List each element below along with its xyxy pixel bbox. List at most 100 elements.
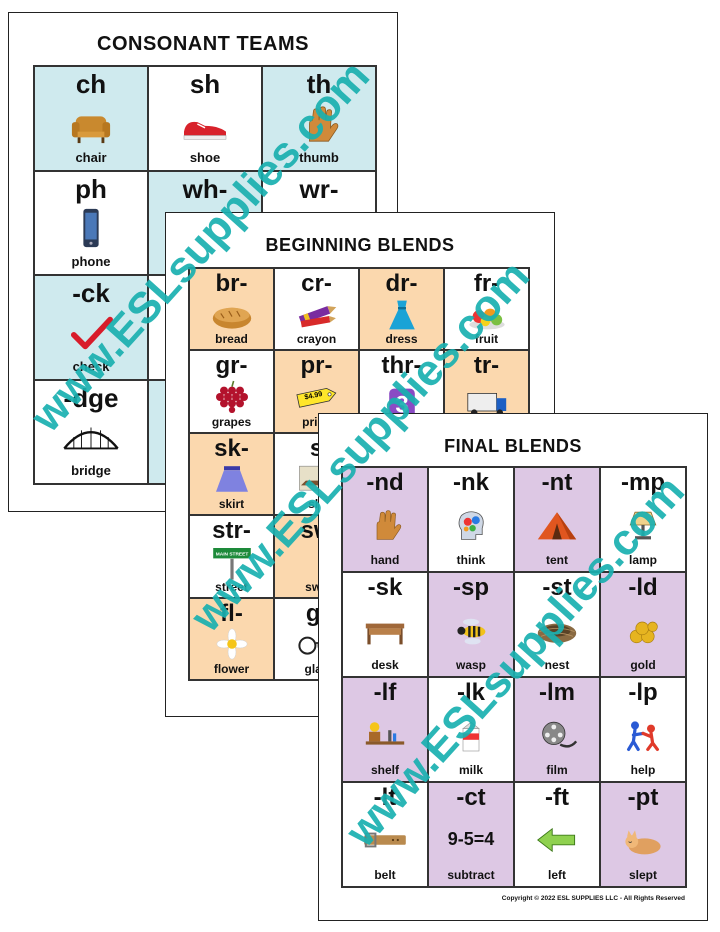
chart-cell: ch chair <box>34 66 148 171</box>
street-sign-icon: MAIN STREET <box>211 547 252 580</box>
lamp-icon <box>629 511 657 539</box>
fruit-icon <box>468 308 505 330</box>
cell-picture <box>429 600 513 659</box>
cell-pattern: ch <box>75 69 107 99</box>
cell-picture <box>190 461 273 498</box>
cell-pattern: -ct <box>456 784 486 811</box>
cell-word: shoe <box>189 149 221 165</box>
shelf-icon <box>365 721 405 745</box>
cell-pattern: thr- <box>381 352 422 380</box>
cell-pattern: -st <box>542 574 572 601</box>
cell-picture <box>429 705 513 764</box>
cell-pattern: fr- <box>473 270 500 297</box>
cell-picture <box>601 705 685 764</box>
gold-icon <box>629 621 658 643</box>
belt-icon <box>364 832 406 847</box>
cell-picture: 9-5=4 <box>429 810 513 869</box>
cell-pattern: -ft <box>545 784 569 811</box>
cell-picture: $4.99 <box>275 378 358 415</box>
cell-picture: MAIN STREET <box>190 543 273 580</box>
copyright-notice: Copyright © 2022 ESL SUPPLIES LLC - All … <box>501 895 685 902</box>
cell-pattern: sk- <box>214 434 249 462</box>
cell-picture <box>343 810 427 869</box>
cell-word: skirt <box>218 497 245 512</box>
skirt-icon <box>215 466 248 493</box>
help-people-icon <box>627 720 659 751</box>
cell-pattern: th <box>306 69 332 99</box>
cell-picture <box>445 378 528 427</box>
cell-word: dress <box>385 332 418 347</box>
chart-cell: thr- 3 <box>359 350 444 433</box>
cell-pattern: wr- <box>299 173 339 204</box>
number-three-icon: 3 <box>388 388 415 419</box>
cell-pattern: str- <box>212 517 251 545</box>
cell-word: desk <box>371 658 399 672</box>
cell-pattern: dr- <box>385 270 418 297</box>
cell-picture <box>445 296 528 333</box>
cell-pattern: -lk <box>456 679 485 706</box>
nest-icon <box>537 623 577 643</box>
street-sign-text: MAIN STREET <box>215 551 248 557</box>
cell-pattern: -lp <box>628 679 658 706</box>
cell-picture <box>515 705 599 764</box>
cell-pattern: tr- <box>473 352 500 380</box>
chart-cell: fr-fruit <box>444 268 529 351</box>
cell-picture <box>601 495 685 554</box>
cell-word: tent <box>546 553 568 567</box>
cell-word: nest <box>544 658 570 672</box>
cell-picture <box>275 296 358 333</box>
cell-picture <box>343 600 427 659</box>
cell-picture <box>35 306 147 360</box>
cell-picture <box>149 97 261 151</box>
cell-pattern: cr- <box>301 270 332 297</box>
cell-picture <box>343 495 427 554</box>
dress-icon <box>388 300 415 330</box>
cell-pattern: -ld <box>628 574 658 601</box>
cell-picture: 3 <box>360 378 443 427</box>
sleeping-cat-icon <box>625 829 661 854</box>
cell-pattern: gr- <box>215 352 248 380</box>
cell-pattern: wh- <box>182 173 228 204</box>
cell-word: phone <box>71 254 111 269</box>
wasp-icon <box>457 618 486 644</box>
cell-word: bridge <box>71 463 111 478</box>
flower-icon <box>216 628 247 660</box>
chart-cell: dr-dress <box>359 268 444 351</box>
cell-pattern: -lf <box>373 679 397 706</box>
cell-pattern: -nd <box>366 469 404 496</box>
cell-pattern: -nk <box>453 469 489 496</box>
chart-cell: ph phone <box>34 170 148 275</box>
cell-picture <box>190 378 273 415</box>
cell-picture <box>515 495 599 554</box>
cell-picture <box>515 600 599 659</box>
cell-word: milk <box>458 763 483 777</box>
chart-cell: br-bread <box>189 268 274 351</box>
cell-picture <box>263 97 375 151</box>
cell-pattern: ph <box>75 173 107 204</box>
cell-word: wasp <box>455 658 486 672</box>
cell-picture <box>360 296 443 333</box>
cell-pattern: -ck <box>72 278 110 308</box>
cell-picture <box>601 810 685 869</box>
chart-cell: -lk milk <box>428 677 514 782</box>
cell-picture <box>35 411 147 465</box>
cell-pattern: br- <box>215 270 248 297</box>
cell-pattern: fl- <box>220 599 243 627</box>
chart-cell: gr-grapes <box>189 350 274 433</box>
desk-icon <box>365 623 405 644</box>
cell-word: slept <box>628 868 657 882</box>
cell-pattern: -lm <box>539 679 575 706</box>
cell-word: street <box>215 579 248 594</box>
cell-word: chair <box>75 149 107 165</box>
cell-pattern: pr- <box>300 352 333 380</box>
equation-text: 9-5=4 <box>447 829 495 849</box>
